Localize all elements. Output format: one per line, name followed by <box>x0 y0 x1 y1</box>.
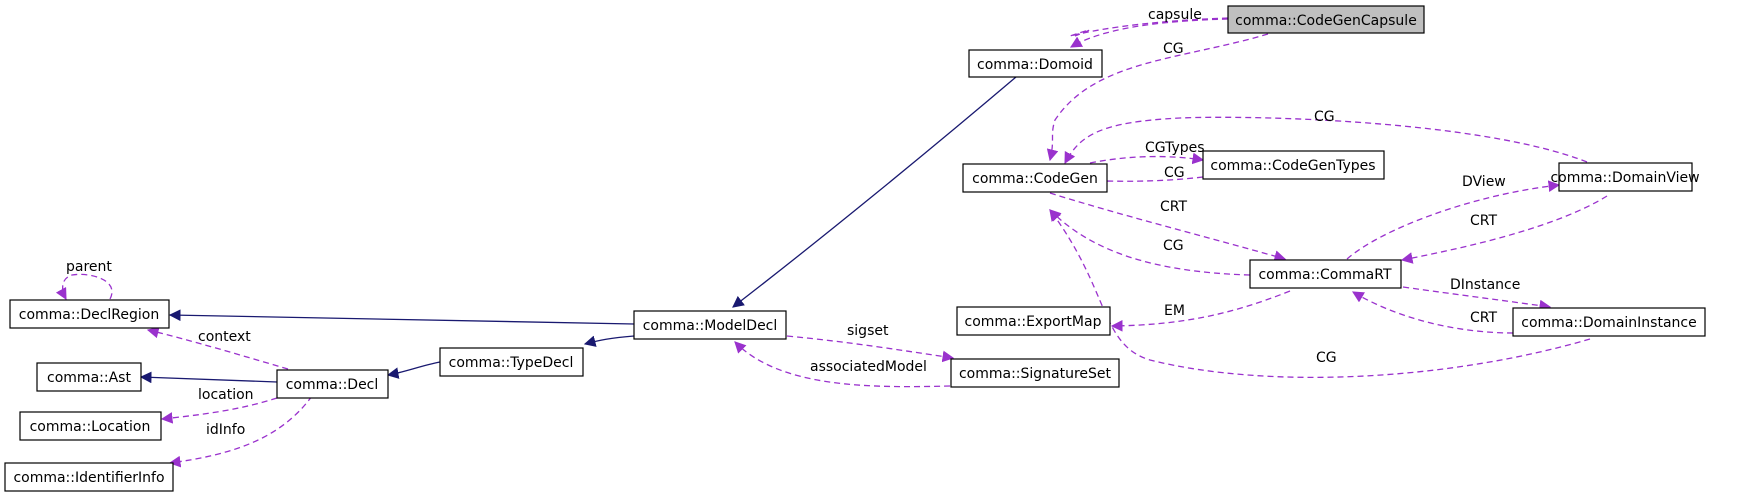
label-idinfo: idInfo <box>206 422 245 438</box>
edge-cg-rt <box>1049 209 1251 276</box>
node-domaininstance[interactable]: comma::DomainInstance <box>1512 307 1706 337</box>
node-identifierinfo[interactable]: comma::IdentifierInfo <box>4 462 174 492</box>
edge-crt-codegen <box>1049 192 1287 262</box>
node-domainview-label: comma::DomainView <box>1550 170 1699 186</box>
edge-cg-capsule <box>1046 33 1269 162</box>
node-domaininstance-label: comma::DomainInstance <box>1521 315 1696 331</box>
edge-cg-view <box>1064 116 1588 165</box>
edge-crt-instance <box>1351 291 1514 334</box>
edge-crt-view <box>1400 195 1608 264</box>
edge-associated-model <box>734 341 951 388</box>
label-cg-types: CG <box>1164 165 1185 181</box>
edge-decl-ast <box>139 371 278 384</box>
label-dview: DView <box>1462 174 1506 190</box>
node-decl-label: comma::Decl <box>286 377 379 393</box>
edge-capsule <box>1069 17 1229 37</box>
edge-domoid-modeldecl <box>732 76 1017 308</box>
node-typedecl-label: comma::TypeDecl <box>449 355 574 371</box>
node-ast[interactable]: comma::Ast <box>36 362 142 392</box>
node-codegentypes[interactable]: comma::CodeGenTypes <box>1202 150 1385 180</box>
node-identifierinfo-label: comma::IdentifierInfo <box>13 470 164 486</box>
label-parent: parent <box>66 259 112 275</box>
node-codegen-label: comma::CodeGen <box>972 171 1098 187</box>
node-modeldecl-label: comma::ModelDecl <box>643 318 778 334</box>
edge-modeldecl-declregion <box>168 309 635 325</box>
label-context: context <box>198 329 251 345</box>
node-location-label: comma::Location <box>30 419 151 435</box>
edge-modeldecl-typedecl <box>583 335 635 347</box>
node-commart[interactable]: comma::CommaRT <box>1249 259 1402 289</box>
edge-cg-instance <box>1049 209 1591 379</box>
node-domainview[interactable]: comma::DomainView <box>1550 162 1700 192</box>
label-location: location <box>198 387 254 403</box>
edge-sigset <box>786 335 955 363</box>
label-crt-codegen: CRT <box>1160 199 1187 215</box>
label-cgtypes: CGTypes <box>1145 140 1205 156</box>
node-decl[interactable]: comma::Decl <box>276 369 389 399</box>
label-capsule: capsule <box>1148 7 1202 23</box>
edge-parent <box>55 273 113 301</box>
node-codegentypes-label: comma::CodeGenTypes <box>1210 158 1375 174</box>
edge-location <box>160 397 278 424</box>
node-signatureset-label: comma::SignatureSet <box>959 366 1112 382</box>
label-cg-instance: CG <box>1316 350 1337 366</box>
node-codegen[interactable]: comma::CodeGen <box>962 163 1108 193</box>
edge-cgtypes <box>1089 152 1205 165</box>
edge-context <box>146 326 289 370</box>
node-exportmap-label: comma::ExportMap <box>965 314 1102 330</box>
label-cg-capsule: CG <box>1163 41 1184 57</box>
node-location[interactable]: comma::Location <box>19 411 162 441</box>
label-crt-instance: CRT <box>1470 310 1497 326</box>
node-codegencapsule[interactable]: comma::CodeGenCapsule <box>1227 5 1425 34</box>
node-commart-label: comma::CommaRT <box>1258 267 1391 283</box>
node-exportmap[interactable]: comma::ExportMap <box>956 306 1111 336</box>
node-modeldecl[interactable]: comma::ModelDecl <box>633 310 787 340</box>
node-codegencapsule-label: comma::CodeGenCapsule <box>1235 13 1417 29</box>
node-ast-label: comma::Ast <box>47 370 131 386</box>
label-cg-view: CG <box>1314 109 1335 125</box>
edge-em <box>1110 290 1291 332</box>
label-dinstance: DInstance <box>1450 277 1520 293</box>
edge-dview <box>1346 180 1561 260</box>
label-sigset: sigset <box>847 323 889 339</box>
edge-idinfo <box>168 395 313 468</box>
label-crt-view: CRT <box>1470 213 1497 229</box>
label-cg-rt: CG <box>1163 238 1184 254</box>
node-domoid-label: comma::Domoid <box>977 57 1093 73</box>
label-associated-model: associatedModel <box>810 359 927 375</box>
edge-typedecl-decl <box>386 361 441 379</box>
node-domoid[interactable]: comma::Domoid <box>968 49 1103 78</box>
label-em: EM <box>1164 303 1185 319</box>
node-declregion-label: comma::DeclRegion <box>19 307 159 323</box>
node-signatureset[interactable]: comma::SignatureSet <box>950 358 1120 388</box>
edge-dinstance <box>1402 286 1552 312</box>
node-declregion[interactable]: comma::DeclRegion <box>9 299 170 329</box>
edge-capsule-arrow <box>1069 18 1229 48</box>
node-typedecl[interactable]: comma::TypeDecl <box>439 347 584 377</box>
